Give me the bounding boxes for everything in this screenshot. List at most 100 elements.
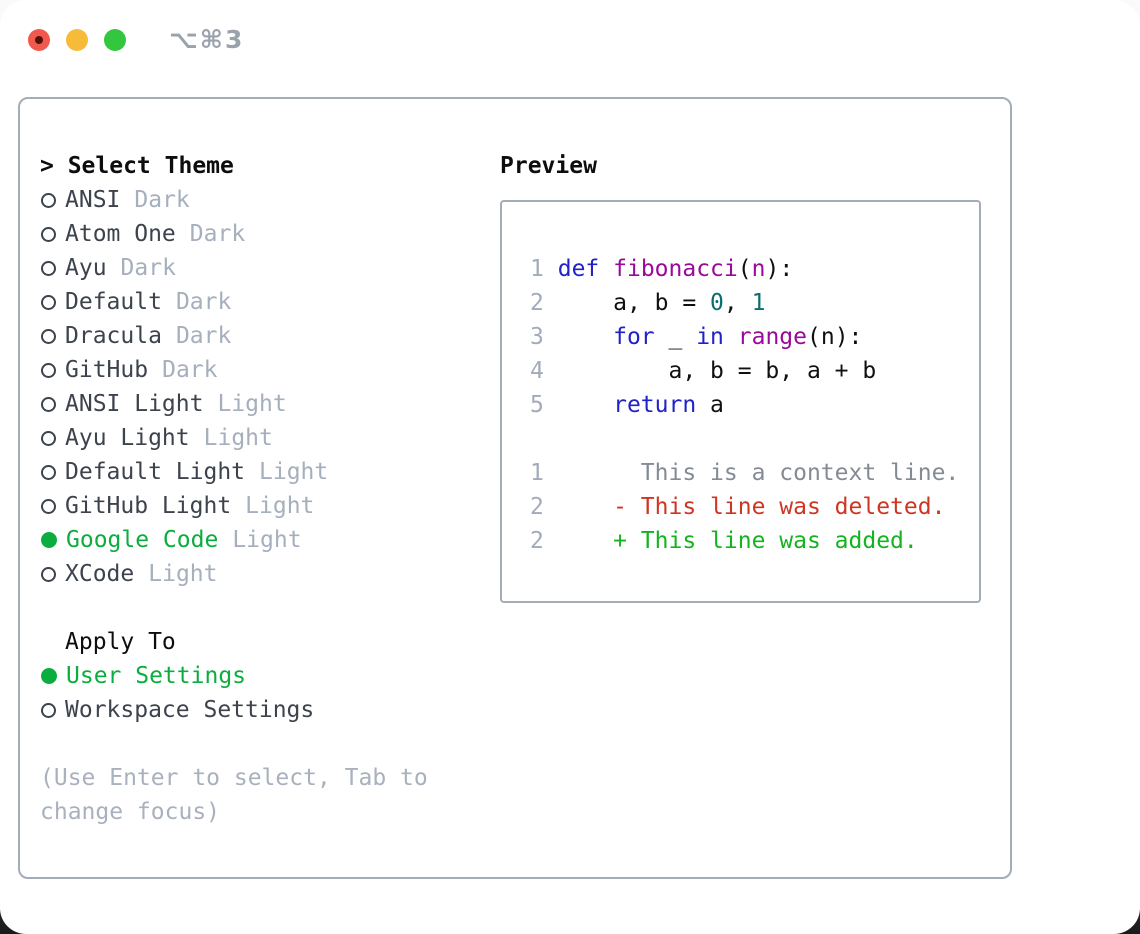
variant-tag: Light	[148, 561, 218, 587]
code-token-del: - This line was deleted.	[543, 494, 946, 520]
option-label: Atom One	[65, 221, 176, 247]
code-token-plain	[544, 324, 613, 350]
code-line: 4 a, b = b, a + b	[530, 354, 979, 388]
preview-section: Preview 1 def fibonacci(n):2 a, b = 0, 1…	[500, 149, 990, 877]
code-token-plain: ,	[723, 290, 752, 316]
window-title: ⌥⌘3	[169, 25, 245, 54]
minimize-button[interactable]	[66, 28, 88, 51]
variant-tag: Light	[232, 527, 302, 553]
code-token-plain: _	[654, 324, 697, 350]
option-label: User Settings	[66, 663, 247, 689]
code-token-plain: ):	[765, 256, 794, 282]
radio-icon	[41, 566, 56, 582]
code-token-plain	[544, 392, 613, 418]
option-label: Default	[65, 289, 162, 315]
variant-tag: Dark	[134, 187, 190, 213]
code-line: 5 return a	[530, 388, 979, 422]
apply-option-user-settings[interactable]: User Settings	[40, 659, 500, 693]
line-number: 2	[530, 528, 544, 554]
option-label: GitHub	[65, 357, 149, 383]
code-line	[530, 422, 979, 456]
zoom-button[interactable]	[104, 28, 126, 51]
code-token-plain	[724, 324, 738, 350]
code-token-plain	[599, 256, 613, 282]
radio-icon	[41, 430, 56, 446]
theme-option-ayu-light[interactable]: Ayu Light Light	[40, 421, 500, 455]
option-label: Ayu	[65, 255, 107, 281]
variant-tag: Dark	[162, 357, 218, 383]
close-button[interactable]	[28, 28, 50, 51]
code-token-kw: in	[696, 324, 724, 350]
line-number: 3	[530, 324, 544, 350]
radio-icon	[41, 294, 56, 310]
radio-icon	[41, 192, 56, 208]
code-token-kw: for	[613, 324, 655, 350]
variant-tag: Light	[217, 391, 287, 417]
radio-icon	[41, 226, 56, 242]
option-label: ANSI	[65, 187, 121, 213]
variant-tag: Light	[203, 425, 273, 451]
code-token-plain: (	[737, 256, 752, 282]
variant-tag: Dark	[189, 221, 246, 247]
code-token-fn: fibonacci	[613, 256, 738, 282]
line-number: 2	[530, 290, 544, 316]
code-line: 2 a, b = 0, 1	[530, 286, 979, 320]
code-token-num: 1	[751, 290, 766, 316]
theme-option-ansi-light[interactable]: ANSI Light Light	[40, 387, 500, 421]
theme-option-github[interactable]: GitHub Dark	[40, 353, 500, 387]
theme-option-xcode[interactable]: XCode Light	[40, 557, 500, 591]
code-line: 2 + This line was added.	[530, 524, 979, 558]
code-line: 2 - This line was deleted.	[530, 490, 979, 524]
code-token-fn: range	[737, 324, 808, 350]
code-line: 3 for _ in range(n):	[530, 320, 979, 354]
code-token-plain: (n):	[807, 324, 863, 350]
code-token-plain: a, b =	[543, 290, 711, 316]
radio-icon	[41, 396, 56, 412]
theme-option-ansi[interactable]: ANSI Dark	[40, 183, 500, 217]
radio-icon	[41, 498, 56, 514]
code-line: 1 This is a context line.	[530, 456, 979, 490]
option-label: XCode	[65, 561, 135, 587]
line-number: 5	[530, 392, 544, 418]
code-token-plain: a, b = b, a + b	[543, 358, 877, 384]
option-label: Default Light	[65, 459, 246, 485]
radio-selected-icon	[41, 668, 57, 684]
option-label: ANSI Light	[65, 391, 204, 417]
radio-icon	[41, 464, 56, 480]
code-token-kw: def	[557, 256, 600, 282]
radio-icon	[41, 362, 56, 378]
theme-option-atom-one[interactable]: Atom One Dark	[40, 217, 500, 251]
line-number: 2	[530, 494, 544, 520]
radio-icon	[41, 260, 56, 276]
code-line: 1 def fibonacci(n):	[530, 252, 979, 286]
line-number: 1	[530, 256, 544, 282]
theme-option-default-light[interactable]: Default Light Light	[40, 455, 500, 489]
variant-tag: Light	[259, 459, 329, 485]
code-token-ctx: This is a context line.	[543, 460, 960, 486]
theme-option-ayu[interactable]: Ayu Dark	[40, 251, 500, 285]
apply-option-workspace-settings[interactable]: Workspace Settings	[40, 693, 500, 727]
variant-tag: Dark	[120, 255, 176, 281]
code-token-add: + This line was added.	[543, 528, 918, 554]
variant-tag: Dark	[175, 323, 232, 349]
code-token-plain: a	[696, 392, 724, 418]
option-label: Ayu Light	[65, 425, 190, 451]
line-number: 1	[530, 460, 544, 486]
apply-to-header: Apply To	[65, 629, 176, 655]
line-number: 4	[530, 358, 544, 384]
variant-tag: Light	[245, 493, 315, 519]
keyboard-hint: (Use Enter to select, Tab to change focu…	[40, 765, 428, 825]
radio-icon	[41, 702, 56, 718]
radio-selected-icon	[41, 532, 57, 548]
